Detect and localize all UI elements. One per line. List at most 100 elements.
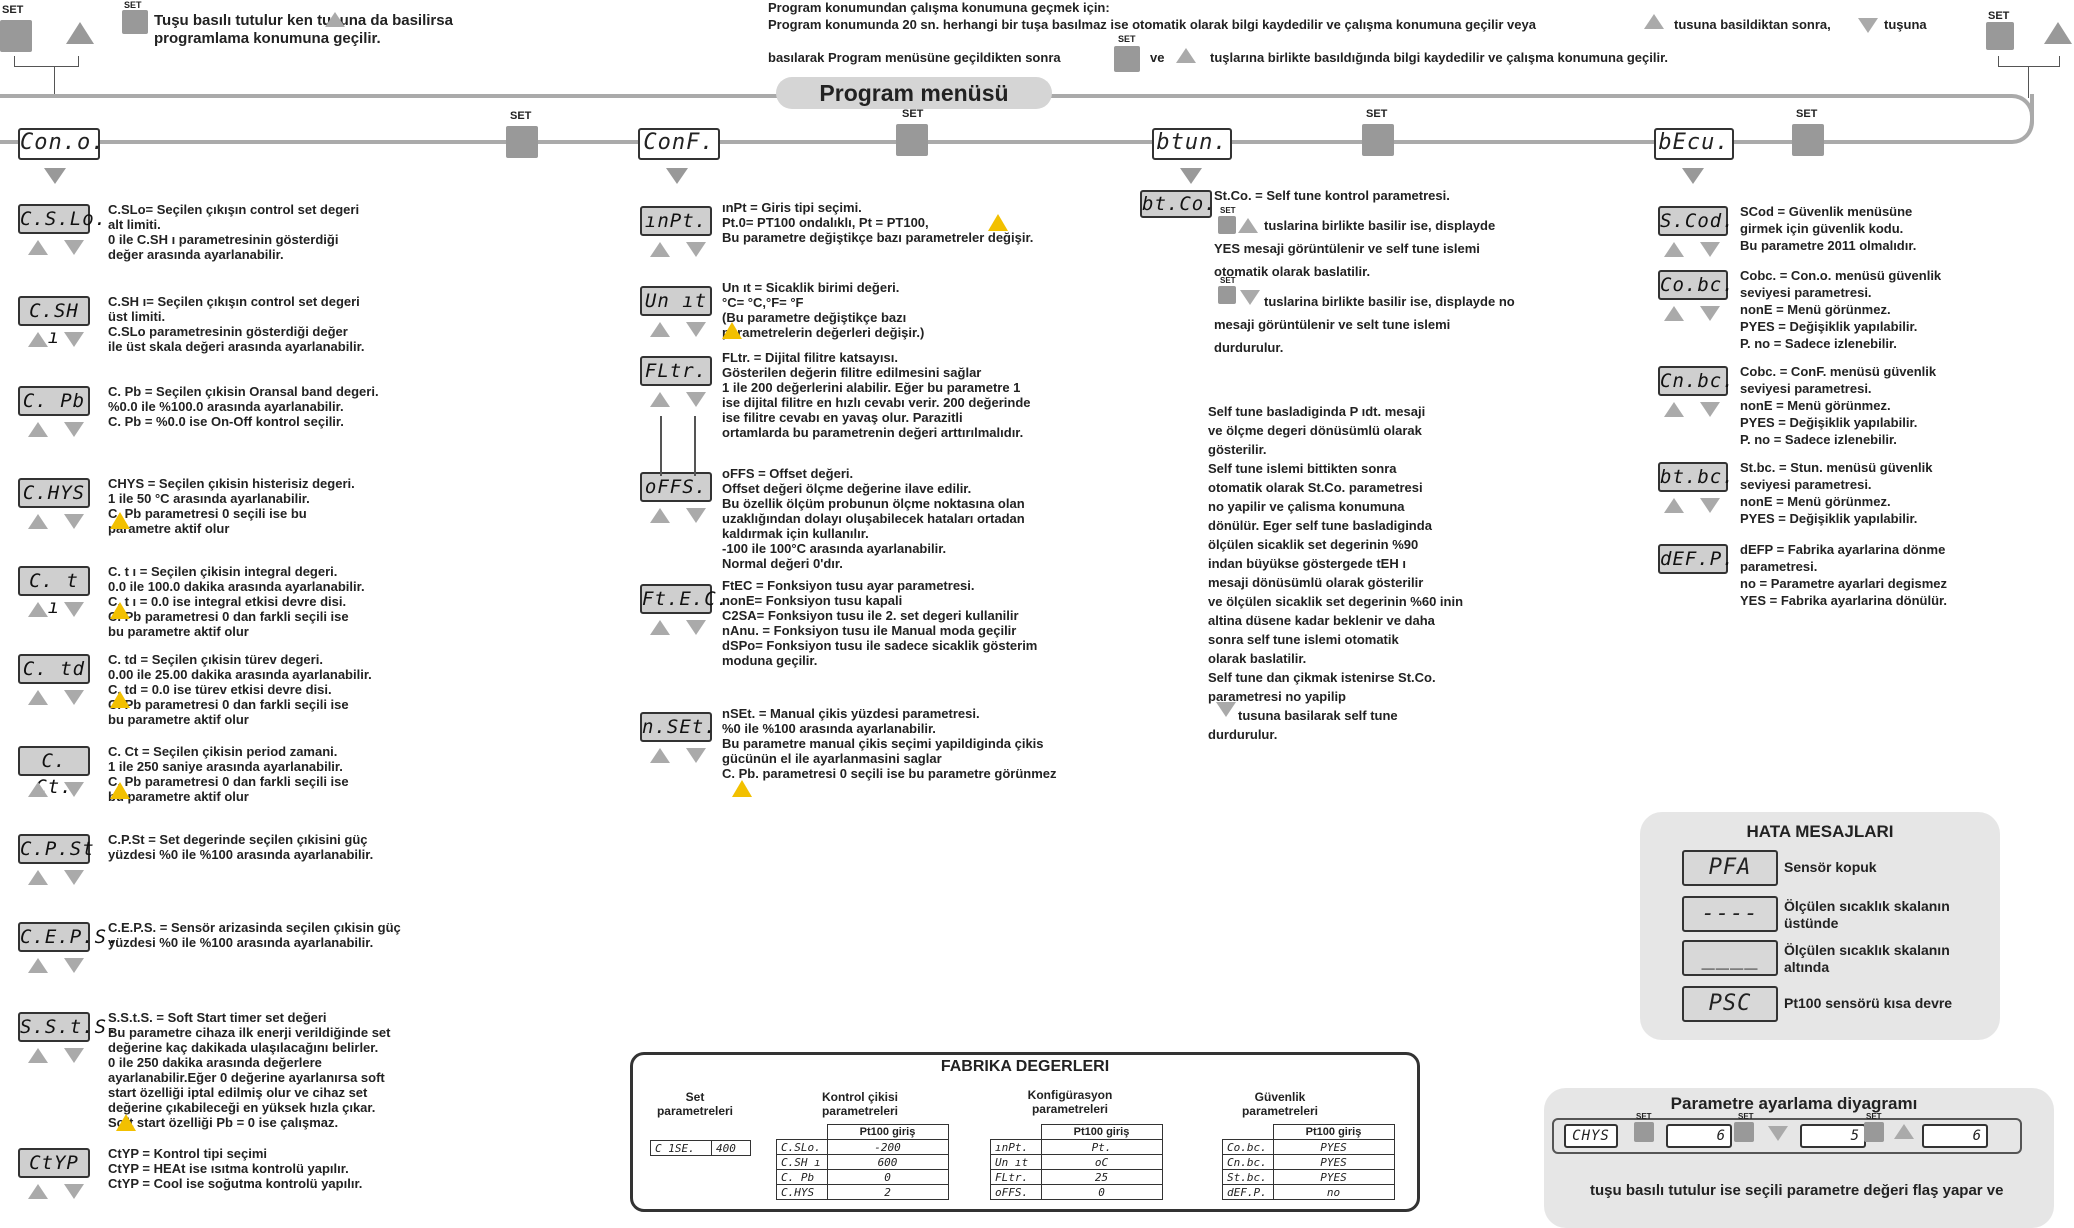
param-display[interactable]: S.S.t.S. (18, 1012, 119, 1042)
set-key-conf[interactable] (896, 124, 928, 156)
param-desc-line: 1 ile 50 °C arasında ayarlanabilir. (108, 491, 310, 506)
up-arrow-icon[interactable] (28, 332, 48, 347)
param-desc-line: seviyesi parametresi. (1740, 477, 1872, 492)
up-arrow-icon[interactable] (1664, 402, 1684, 417)
down-arrow-icon[interactable] (64, 602, 84, 617)
set-key-cono[interactable] (506, 126, 538, 158)
up-arrow-icon[interactable] (28, 958, 48, 973)
selftune-line: altina düsene kadar beklenir ve daha (1208, 613, 1435, 628)
down-arrow-icon[interactable] (1700, 306, 1720, 321)
param-display[interactable]: bt.bc. (1658, 462, 1734, 492)
param-desc-line: nonE= Fonksiyon tusu kapali (722, 593, 903, 608)
stco-line-5: tuslarina birlikte basilir ise, displayd… (1264, 294, 1515, 309)
param-display[interactable]: n.SEt. (640, 712, 716, 742)
set-key-secu[interactable] (1792, 124, 1824, 156)
up-arrow-icon[interactable] (28, 870, 48, 885)
exit-line-3b: ve (1150, 50, 1165, 65)
param-display[interactable]: S.Cod. (1658, 206, 1734, 236)
down-arrow-icon[interactable] (64, 782, 84, 797)
set-key-stun[interactable] (1362, 124, 1394, 156)
param-display[interactable]: Ft.E.C. (640, 584, 728, 614)
up-arrow-icon[interactable] (1664, 306, 1684, 321)
down-arrow-icon[interactable] (64, 514, 84, 529)
up-arrow-icon[interactable] (28, 1184, 48, 1199)
up-arrow-icon[interactable] (650, 392, 670, 407)
menu-cono-display[interactable]: Con.o. (18, 128, 104, 160)
menu-secu-display[interactable]: bEcu. (1654, 128, 1734, 160)
down-arrow-icon[interactable] (1700, 402, 1720, 417)
param-display[interactable]: C. td (18, 654, 90, 684)
down-arrow-icon[interactable] (1700, 498, 1720, 513)
up-arrow-icon[interactable] (650, 620, 670, 635)
down-arrow-icon[interactable] (64, 240, 84, 255)
param-display[interactable]: C.HYS (18, 478, 90, 508)
param-display[interactable]: C. t ı (18, 566, 90, 618)
factory-value: 0 (1040, 1184, 1163, 1200)
up-arrow-icon[interactable] (28, 514, 48, 529)
param-display[interactable]: C.P.St (18, 834, 94, 864)
param-display[interactable]: Co.bc. (1658, 270, 1734, 300)
menu-stun-display[interactable]: btun. (1152, 128, 1232, 160)
up-arrow-icon[interactable] (650, 748, 670, 763)
up-arrow-icon[interactable] (28, 422, 48, 437)
down-arrow-icon[interactable] (64, 870, 84, 885)
down-arrow-icon[interactable] (686, 508, 706, 523)
set-key (1634, 1122, 1654, 1142)
up-arrow-icon[interactable] (28, 240, 48, 255)
down-arrow-icon[interactable] (686, 242, 706, 257)
down-arrow-icon[interactable] (64, 1184, 84, 1199)
param-display[interactable]: C.SH ı (18, 296, 90, 348)
warning-icon (110, 512, 130, 529)
down-arrow-icon[interactable] (64, 690, 84, 705)
menu-loop-bottom (0, 94, 2034, 144)
up-arrow-icon[interactable] (1664, 498, 1684, 513)
param-display[interactable]: oFFS. (640, 472, 712, 502)
down-arrow-icon[interactable] (686, 620, 706, 635)
menu-conf-display[interactable]: ConF. (638, 128, 720, 160)
down-arrow-icon[interactable] (686, 392, 706, 407)
exit-line-2b: tusuna basildiktan sonra, (1674, 17, 1831, 32)
up-arrow-icon[interactable] (28, 782, 48, 797)
param-desc-line: alt limiti. (108, 217, 161, 232)
param-display[interactable]: C. Ct. (18, 746, 90, 798)
diagram-loop (1552, 1118, 2022, 1154)
param-display[interactable]: C.E.P.S. (18, 922, 119, 952)
up-arrow-icon[interactable] (650, 242, 670, 257)
param-desc-line: C.SH ı= Seçilen çıkışın control set dege… (108, 294, 360, 309)
param-desc-line: değerine kaç dakikada ulaşılacağını beli… (108, 1040, 379, 1055)
warning-icon (722, 322, 742, 339)
down-arrow-icon[interactable] (686, 748, 706, 763)
factory-value: PYES (1272, 1139, 1395, 1155)
param-display[interactable]: C.S.Lo. (18, 204, 106, 234)
up-arrow-icon[interactable] (1664, 242, 1684, 257)
factory-set-header: Set parametreleri (656, 1090, 734, 1118)
param-desc-line: Bu parametre manual çikis seçimi yapildi… (722, 736, 1044, 751)
param-display[interactable]: C. Pb (18, 386, 90, 416)
param-display[interactable]: FLtr. (640, 356, 712, 386)
down-arrow-icon[interactable] (64, 422, 84, 437)
selftune-line: Self tune dan çikmak istenirse St.Co. (1208, 670, 1436, 685)
up-arrow-icon[interactable] (650, 322, 670, 337)
param-desc-line: FtEC = Fonksiyon tusu ayar parametresi. (722, 578, 975, 593)
param-desc-line: SCod = Güvenlik menüsüne (1740, 204, 1913, 219)
down-arrow-icon[interactable] (686, 322, 706, 337)
down-arrow-icon[interactable] (64, 958, 84, 973)
set-key (1734, 1122, 1754, 1142)
up-arrow-icon[interactable] (28, 690, 48, 705)
up-arrow-icon (66, 22, 94, 44)
param-desc-line: C. td = Seçilen çıkisin türev degeri. (108, 652, 323, 667)
up-arrow-icon[interactable] (650, 508, 670, 523)
param-display[interactable]: CtYP (18, 1148, 90, 1178)
down-arrow-icon[interactable] (64, 1048, 84, 1063)
param-display[interactable]: dEF.P. (1658, 544, 1734, 574)
up-arrow-icon[interactable] (28, 602, 48, 617)
down-arrow-icon[interactable] (1700, 242, 1720, 257)
down-arrow-icon[interactable] (64, 332, 84, 347)
param-display[interactable]: ınPt. (640, 206, 712, 236)
up-arrow-icon[interactable] (28, 1048, 48, 1063)
param-display[interactable]: Un ıt (640, 286, 712, 316)
param-display[interactable]: Cn.bc. (1658, 366, 1734, 396)
param-stco-display[interactable]: bt.Co. (1140, 190, 1216, 218)
down-arrow-icon (44, 168, 66, 184)
